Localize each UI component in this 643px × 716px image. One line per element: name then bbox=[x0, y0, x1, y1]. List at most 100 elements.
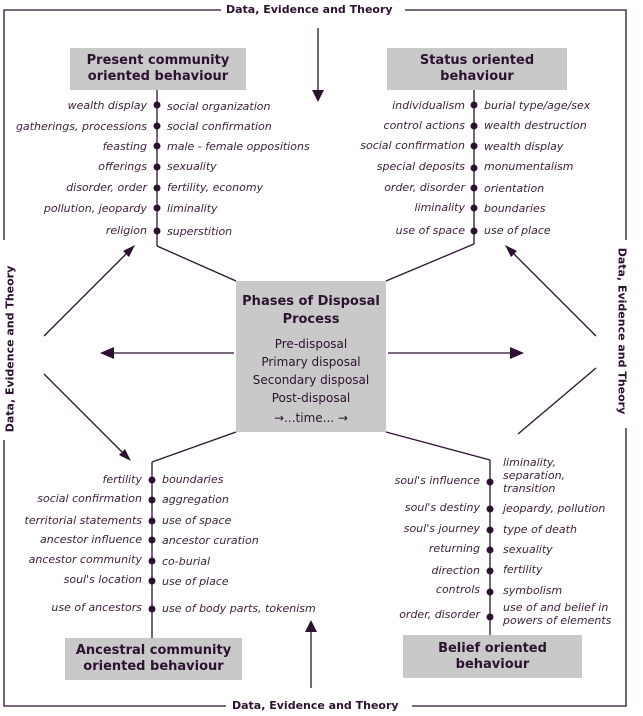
ancestral-right-item: use of space bbox=[162, 514, 232, 527]
bullet-dot bbox=[153, 163, 161, 171]
arrow-lower-right-head bbox=[509, 431, 521, 443]
belief-connector bbox=[385, 431, 491, 461]
status-right-item: burial type/age/sex bbox=[484, 99, 591, 112]
status-title: Status oriented behaviour bbox=[419, 53, 535, 84]
bullet-dot bbox=[470, 142, 478, 150]
ancestral-right-item: co-burial bbox=[162, 555, 211, 568]
arrow-right-head bbox=[510, 347, 524, 359]
status-connector bbox=[385, 243, 475, 282]
frame-label-bottom: Data, Evidence and Theory bbox=[229, 699, 402, 712]
belief-right-item: liminality, separation, transition bbox=[503, 456, 566, 495]
ancestral-left-item: ancestor influence bbox=[40, 533, 142, 546]
arrow-upper-right-shaft bbox=[513, 253, 597, 337]
arrow-bottom-head bbox=[305, 620, 317, 632]
ancestral-left-item: soul's location bbox=[63, 573, 142, 586]
belief-title: Belief oriented behaviour bbox=[438, 640, 547, 672]
arrow-lower-right-shaft bbox=[517, 367, 597, 435]
present-right-item: social confirmation bbox=[167, 120, 272, 133]
bullet-dot bbox=[153, 227, 161, 235]
disposal-phases-title: Phases of Disposal Process bbox=[242, 294, 380, 327]
belief-right-item: fertility bbox=[503, 563, 543, 576]
present-community-title-box: Present community oriented behaviour bbox=[70, 48, 246, 90]
ancestral-left-item: ancestor community bbox=[28, 553, 142, 566]
phase-item: Secondary disposal bbox=[252, 373, 370, 387]
bullet-dot bbox=[153, 122, 161, 130]
present-left-item: disorder, order bbox=[66, 181, 147, 194]
ancestral-right-item: ancestor curation bbox=[162, 534, 259, 547]
bullet-dot bbox=[153, 184, 161, 192]
belief-left-item: soul's journey bbox=[403, 522, 480, 535]
bullet-dot bbox=[470, 122, 478, 130]
ancestral-right-item: use of body parts, tokenism bbox=[162, 602, 316, 615]
status-left-item: social confirmation bbox=[360, 139, 465, 152]
ancestral-left-item: territorial statements bbox=[24, 514, 142, 527]
disposal-phases-box: Phases of Disposal Process Pre-disposal … bbox=[236, 281, 386, 432]
belief-left-item: direction bbox=[431, 564, 480, 577]
belief-right-item: type of death bbox=[503, 523, 577, 536]
ancestral-right-item: boundaries bbox=[162, 473, 224, 486]
ancestral-left-item: use of ancestors bbox=[51, 601, 142, 614]
bullet-dot bbox=[470, 101, 478, 109]
time-label: →...time... → bbox=[274, 411, 348, 425]
belief-right-item: use of and belief in powers of elements bbox=[503, 601, 612, 627]
present-left-item: wealth display bbox=[67, 99, 147, 112]
status-left-item: individualism bbox=[392, 99, 465, 112]
arrow-lower-left-shaft bbox=[43, 373, 123, 453]
bullet-dot bbox=[486, 567, 494, 575]
bullet-dot bbox=[148, 577, 156, 585]
frame-top-right-line bbox=[405, 9, 627, 240]
belief-left-item: controls bbox=[435, 583, 480, 596]
ancestral-community-title: Ancestral community oriented behaviour bbox=[75, 643, 232, 674]
present-right-item: fertility, economy bbox=[167, 181, 264, 194]
status-left-item: special deposits bbox=[376, 160, 465, 173]
arrow-upper-left-shaft bbox=[43, 253, 127, 337]
status-title-box: Status oriented behaviour bbox=[387, 48, 567, 90]
bullet-dot bbox=[148, 517, 156, 525]
bullet-dot bbox=[486, 505, 494, 513]
present-left-item: gatherings, processions bbox=[15, 120, 147, 133]
present-connector bbox=[156, 245, 237, 282]
ancestral-right-item: use of place bbox=[162, 575, 229, 588]
frame-label-left: Data, Evidence and Theory bbox=[1, 262, 19, 436]
bullet-dot bbox=[148, 605, 156, 613]
frame-bottom-right-line bbox=[412, 428, 627, 707]
bullet-dot bbox=[470, 204, 478, 212]
bullet-dot bbox=[148, 536, 156, 544]
bullet-dot bbox=[486, 613, 494, 621]
bullet-dot bbox=[148, 476, 156, 484]
present-right-item: male - female oppositions bbox=[167, 140, 310, 153]
belief-title-box: Belief oriented behaviour bbox=[403, 635, 582, 678]
belief-left-item: returning bbox=[428, 542, 480, 555]
bullet-dot bbox=[486, 588, 494, 596]
present-left-item: pollution, jeopardy bbox=[43, 202, 147, 215]
bullet-dot bbox=[486, 478, 494, 486]
status-right-item: orientation bbox=[484, 182, 545, 195]
ancestral-connector bbox=[151, 431, 237, 463]
present-right-item: sexuality bbox=[167, 160, 217, 173]
frame-label-right: Data, Evidence and Theory bbox=[613, 244, 631, 418]
status-left-item: liminality bbox=[414, 201, 465, 214]
bullet-dot bbox=[470, 227, 478, 235]
phase-item: Pre-disposal bbox=[274, 337, 348, 351]
belief-right-item: sexuality bbox=[503, 543, 553, 556]
ancestral-right-item: aggregation bbox=[162, 493, 229, 506]
arrow-upper-left-head bbox=[123, 245, 135, 257]
ancestral-left-item: fertility bbox=[102, 473, 142, 486]
ancestral-community-title-box: Ancestral community oriented behaviour bbox=[65, 638, 242, 680]
status-left-item: control actions bbox=[383, 119, 465, 132]
disposal-phases-list: Pre-disposal Primary disposal Secondary … bbox=[236, 335, 386, 407]
bullet-dot bbox=[470, 164, 478, 172]
status-right-item: boundaries bbox=[484, 202, 546, 215]
bullet-dot bbox=[153, 142, 161, 150]
ancestral-left-item: social confirmation bbox=[37, 492, 142, 505]
arrow-lower-left-head bbox=[119, 449, 131, 461]
bullet-dot bbox=[148, 496, 156, 504]
present-right-item: liminality bbox=[167, 202, 218, 215]
frame-label-top: Data, Evidence and Theory bbox=[223, 3, 396, 16]
bullet-dot bbox=[153, 204, 161, 212]
present-left-item: feasting bbox=[102, 140, 147, 153]
present-left-item: offerings bbox=[98, 160, 147, 173]
bullet-dot bbox=[486, 546, 494, 554]
status-left-item: use of space bbox=[395, 224, 465, 237]
